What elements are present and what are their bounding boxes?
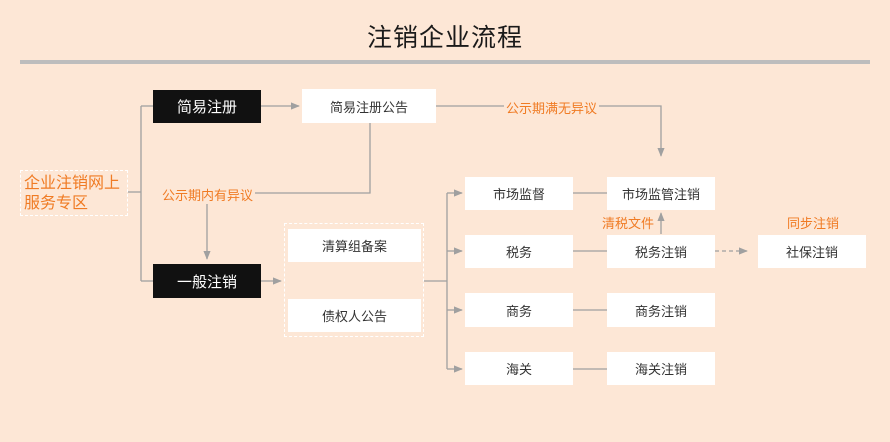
dept-tax-node: 税务 bbox=[465, 235, 573, 268]
label-tax-docs: 清税文件 bbox=[602, 217, 655, 232]
dept-market-node: 市场监督 bbox=[465, 177, 573, 210]
simple-registration-node: 简易注册 bbox=[153, 90, 261, 123]
general-deregistration-node: 一般注销 bbox=[153, 264, 261, 298]
dept-customs-node: 海关 bbox=[465, 352, 573, 385]
dereg-customs-node: 海关注销 bbox=[607, 352, 715, 385]
label-sync: 同步注销 bbox=[787, 217, 840, 232]
page-title: 注销企业流程 bbox=[366, 23, 523, 52]
social-deregistration-node: 社保注销 bbox=[758, 235, 866, 268]
arrow-objection bbox=[203, 123, 371, 260]
entry-dashed-border bbox=[20, 170, 128, 216]
label-has-objection: 公示期内有异议 bbox=[160, 185, 256, 204]
title-divider bbox=[20, 60, 870, 64]
dept-commerce-node: 商务 bbox=[465, 293, 573, 327]
simple-notice-node: 简易注册公告 bbox=[302, 89, 436, 123]
dereg-market-node: 市场监管注销 bbox=[607, 177, 715, 210]
entry-line2: 服务专区 bbox=[24, 193, 89, 212]
creditor-notice-node: 债权人公告 bbox=[288, 299, 421, 332]
dereg-commerce-node: 商务注销 bbox=[607, 293, 715, 327]
entry-node: 企业注销网上 服务专区 bbox=[20, 170, 128, 216]
entry-line1: 企业注销网上 bbox=[24, 173, 121, 192]
liquidation-group bbox=[284, 223, 424, 337]
dereg-tax-node: 税务注销 bbox=[607, 235, 715, 268]
label-no-objection: 公示期满无异议 bbox=[504, 98, 600, 117]
liquidation-filing-node: 清算组备案 bbox=[288, 229, 421, 262]
